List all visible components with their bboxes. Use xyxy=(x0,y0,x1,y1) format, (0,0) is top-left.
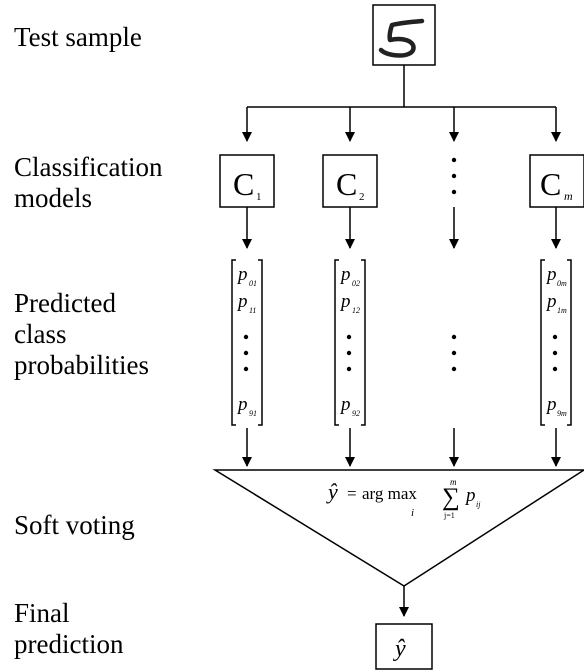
svg-text:p: p xyxy=(236,264,248,285)
svg-text:11: 11 xyxy=(249,306,256,315)
svg-text:12: 12 xyxy=(352,306,360,315)
svg-text:C: C xyxy=(540,166,561,202)
svg-text:∑: ∑ xyxy=(442,484,460,511)
svg-text:1: 1 xyxy=(256,191,262,203)
label-soft-voting: Soft voting xyxy=(14,510,135,540)
model-ellipsis xyxy=(451,157,457,195)
svg-text:ij: ij xyxy=(476,500,481,509)
label-classification-models: Classification models xyxy=(14,152,163,213)
test-sample-image xyxy=(372,4,436,66)
svg-text:ŷ: ŷ xyxy=(393,636,406,662)
vector-ellipsis xyxy=(451,334,457,372)
svg-text:1m: 1m xyxy=(557,306,567,315)
svg-text:p: p xyxy=(545,394,557,415)
svg-text:p: p xyxy=(545,264,557,285)
svg-text:91: 91 xyxy=(249,409,257,418)
label-final-prediction: Final prediction xyxy=(14,598,124,659)
svg-text:ŷ: ŷ xyxy=(326,479,338,504)
svg-text:m: m xyxy=(564,189,573,203)
svg-text:C: C xyxy=(336,166,357,202)
svg-text:j=1: j=1 xyxy=(443,511,455,520)
label-test-sample: Test sample xyxy=(14,22,142,52)
probability-vector-2: p 02 p 12 p 92 xyxy=(334,259,366,426)
svg-text:p: p xyxy=(545,291,557,312)
model-box-m: C m xyxy=(529,154,584,208)
soft-voting-combiner: ŷ = arg max i m ∑ j=1 p ij xyxy=(212,469,584,587)
svg-text:p: p xyxy=(236,394,248,415)
svg-text:2: 2 xyxy=(359,191,365,203)
svg-text:92: 92 xyxy=(352,409,360,418)
svg-text:02: 02 xyxy=(352,279,360,288)
svg-text:p: p xyxy=(339,291,351,312)
svg-text:p: p xyxy=(339,264,351,285)
final-prediction-box: ŷ xyxy=(375,623,433,670)
svg-text:0m: 0m xyxy=(557,279,567,288)
svg-text:m: m xyxy=(450,477,457,487)
svg-text:9m: 9m xyxy=(557,409,567,418)
probability-vector-1: p 01 p 11 p 91 xyxy=(231,259,263,426)
svg-text:01: 01 xyxy=(249,279,257,288)
svg-text:arg max: arg max xyxy=(362,484,417,503)
vector-output-arrows xyxy=(242,428,561,467)
svg-text:C: C xyxy=(233,166,254,202)
distribution-connectors xyxy=(242,65,561,142)
svg-text:i: i xyxy=(411,507,414,519)
svg-text:p: p xyxy=(339,394,351,415)
model-box-1: C 1 xyxy=(219,154,275,208)
model-box-2: C 2 xyxy=(322,154,378,208)
svg-text:p: p xyxy=(236,291,248,312)
model-output-arrows xyxy=(242,207,561,249)
svg-text:=: = xyxy=(347,484,357,503)
probability-vector-m: p 0m p 1m p 9m xyxy=(540,259,572,426)
label-predicted-class-probabilities: Predicted class probabilities xyxy=(14,288,149,380)
svg-text:p: p xyxy=(464,485,476,506)
